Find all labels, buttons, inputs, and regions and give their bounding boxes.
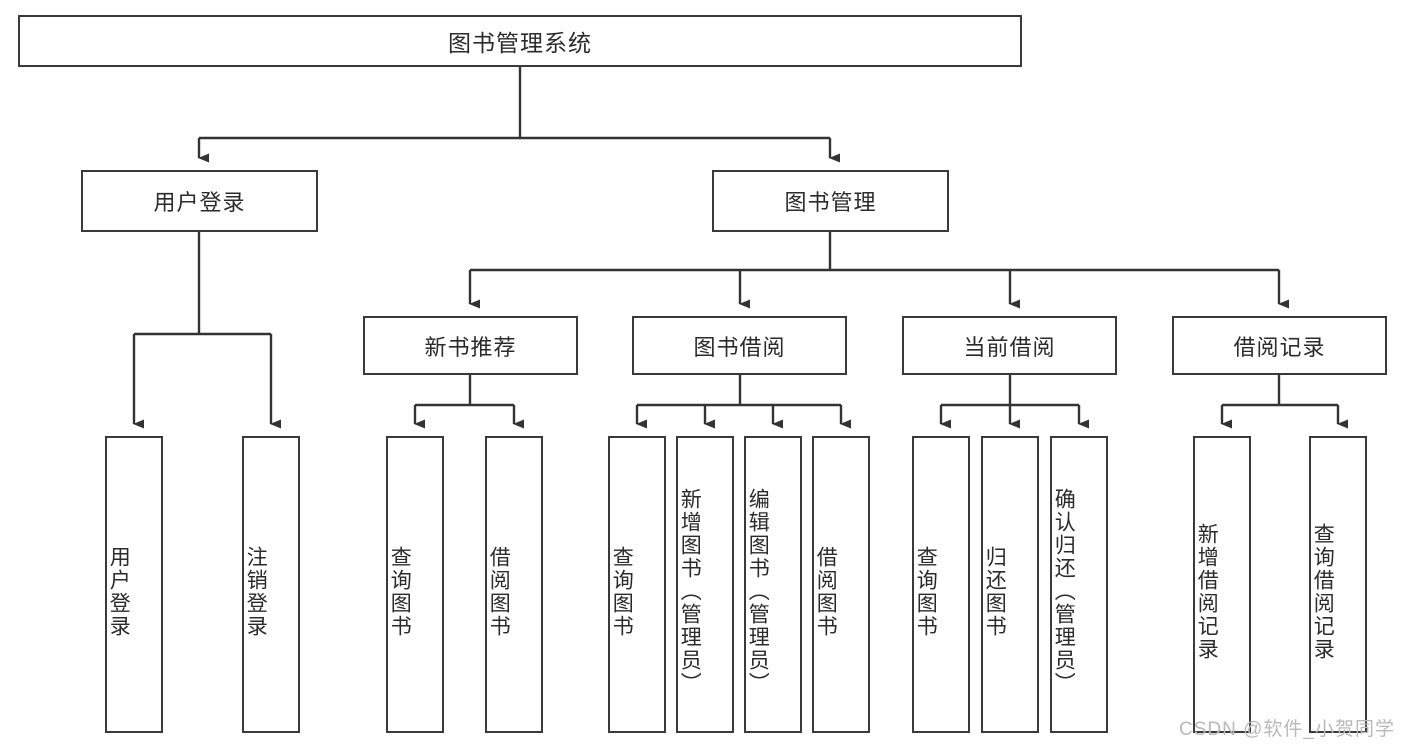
node-book-management[interactable]: 图书管理: [712, 170, 949, 232]
leaf-borrow-add-book-admin[interactable]: 新增图书（管理员）: [676, 436, 734, 733]
node-label: 借阅图书: [487, 545, 511, 638]
watermark-text: CSDN @软件_小贺同学: [1179, 719, 1395, 740]
node-borrow-record[interactable]: 借阅记录: [1172, 316, 1387, 375]
node-user-login[interactable]: 用户登录: [81, 170, 318, 232]
leaf-recommend-borrow-book[interactable]: 借阅图书: [485, 436, 543, 733]
leaf-borrow-edit-book-admin[interactable]: 编辑图书（管理员）: [744, 436, 802, 733]
node-label: 查询图书: [914, 545, 938, 638]
node-root-system[interactable]: 图书管理系统: [18, 15, 1022, 67]
node-label: 借阅图书: [814, 545, 838, 638]
node-label: 确认归还（管理员）: [1052, 488, 1076, 695]
node-label: 借阅记录: [1233, 334, 1326, 360]
node-label: 图书借阅: [693, 334, 786, 360]
node-book-borrow[interactable]: 图书借阅: [632, 316, 847, 375]
node-label: 当前借阅: [963, 334, 1056, 360]
leaf-current-query-book[interactable]: 查询图书: [912, 436, 970, 733]
leaf-borrow-borrow-book[interactable]: 借阅图书: [812, 436, 870, 733]
node-label: 归还图书: [983, 545, 1007, 638]
node-label: 查询图书: [388, 545, 412, 638]
node-current-borrow[interactable]: 当前借阅: [902, 316, 1117, 375]
node-label: 新书推荐: [424, 334, 517, 360]
node-label: 新增借阅记录: [1195, 522, 1219, 661]
node-label: 查询借阅记录: [1311, 522, 1335, 661]
leaf-current-confirm-return-admin[interactable]: 确认归还（管理员）: [1050, 436, 1108, 733]
node-label: 新增图书（管理员）: [678, 488, 702, 695]
leaf-current-return-book[interactable]: 归还图书: [981, 436, 1039, 733]
node-label: 用户登录: [153, 190, 246, 215]
node-label: 编辑图书（管理员）: [746, 488, 770, 695]
leaf-recommend-query-book[interactable]: 查询图书: [386, 436, 444, 733]
leaf-record-query-record[interactable]: 查询借阅记录: [1309, 436, 1367, 733]
leaf-borrow-query-book[interactable]: 查询图书: [608, 436, 666, 733]
leaf-user-login-logout[interactable]: 注销登录: [242, 436, 300, 733]
node-label: 注销登录: [244, 545, 268, 638]
node-label: 图书管理: [784, 190, 877, 215]
node-label: 用户登录: [107, 545, 131, 638]
node-label: 图书管理系统: [448, 30, 592, 56]
leaf-user-login-login[interactable]: 用户登录: [105, 436, 163, 733]
node-label: 查询图书: [610, 545, 634, 638]
node-new-book-recommend[interactable]: 新书推荐: [363, 316, 578, 375]
leaf-record-add-record[interactable]: 新增借阅记录: [1193, 436, 1251, 733]
